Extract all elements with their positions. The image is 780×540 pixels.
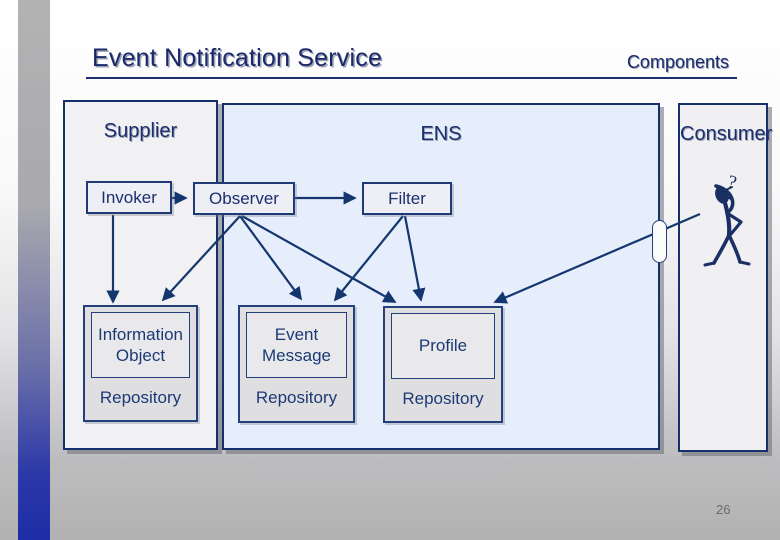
title-underline: [86, 77, 737, 79]
repository-event-message-caption: Repository: [255, 388, 338, 407]
node-observer: Observer: [193, 182, 295, 215]
slide-subtitle: Components: [626, 52, 729, 72]
accent-gradient-bar: [18, 0, 50, 540]
repository-information-object-title: Information Object: [91, 312, 190, 378]
node-filter: Filter: [362, 182, 452, 215]
panel-consumer: Consumer: [678, 103, 773, 452]
repository-information-object: Information Object Repository: [83, 305, 198, 422]
confused-person-icon: ?: [695, 166, 757, 274]
repository-profile-caption: Repository: [402, 389, 484, 408]
panel-supplier-label: Supplier: [103, 120, 178, 142]
slide-title: Event Notification Service: [92, 44, 383, 72]
repository-profile: Profile Repository: [383, 306, 503, 423]
panel-ens-label: ENS: [420, 123, 462, 145]
repository-information-object-caption: Repository: [99, 388, 182, 407]
repository-event-message: Event Message Repository: [238, 305, 355, 423]
repository-event-message-title: Event Message: [246, 312, 347, 378]
page-number: 26: [716, 502, 731, 517]
interface-capsule: [652, 220, 667, 263]
panel-consumer-label: Consumer: [680, 123, 773, 145]
repository-profile-title: Profile: [391, 313, 495, 379]
node-invoker: Invoker: [86, 181, 172, 214]
